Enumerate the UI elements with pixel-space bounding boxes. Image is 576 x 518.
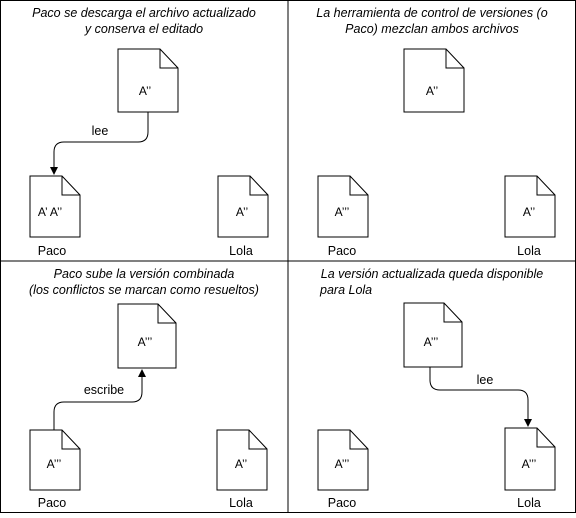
document-fold-icon (61, 430, 80, 450)
document-label: A’’ (139, 84, 151, 98)
lola-name: Lola (229, 496, 253, 510)
document-icon (504, 427, 556, 491)
document-label: A’’ (426, 84, 438, 98)
document-fold-icon (349, 430, 368, 450)
lola-document: A’’ (217, 175, 269, 238)
document-label: A’’’ (335, 205, 350, 219)
document-fold-icon (248, 430, 267, 450)
arrow-label: lee (477, 373, 494, 387)
document-icon (317, 175, 369, 238)
server-document: A’’ (403, 48, 465, 113)
document-icon (317, 429, 369, 491)
document-label: A’’’ (138, 335, 153, 349)
document-label: A’ A’’ (38, 205, 62, 219)
document-label: A’’’ (522, 457, 537, 471)
arrow-label: escribe (84, 383, 124, 397)
panel-caption-line-1: Paco se descarga el archivo actualizado (32, 6, 256, 20)
document-fold-icon (349, 176, 368, 196)
document-label: A’’ (523, 205, 535, 219)
document-label: A’’’ (424, 335, 439, 349)
document-fold-icon (249, 176, 268, 196)
document-icon (403, 48, 465, 113)
document-label: A’’’ (335, 457, 350, 471)
lola-document: A’’ (216, 429, 268, 491)
document-fold-icon (157, 304, 176, 324)
read-arrow (429, 367, 532, 427)
document-fold-icon (536, 428, 555, 448)
lola-name: Lola (229, 244, 253, 258)
panel-caption-line-2: y conserva el editado (84, 22, 203, 36)
panel-caption-line-2: para Lola (319, 283, 372, 297)
lola-name: Lola (517, 244, 541, 258)
document-label: A’’ (236, 205, 248, 219)
panel-caption-line-2: (los conflictos se marcan como resueltos… (29, 283, 259, 297)
document-fold-icon (61, 176, 80, 196)
document-fold-icon (443, 303, 462, 323)
document-icon (29, 175, 81, 238)
document-icon (117, 48, 179, 113)
server-document: A’’’ (117, 303, 177, 369)
document-icon (29, 429, 81, 491)
paco-document: A’’’ (29, 429, 81, 491)
server-document: A’’ (117, 48, 179, 113)
panel-3: Paco sube la versión combinada (los conf… (29, 267, 268, 510)
paco-name: Paco (328, 496, 357, 510)
document-label: A’’ (235, 457, 247, 471)
panel-caption-line-1: La versión actualizada queda disponible (321, 267, 543, 281)
panel-caption-line-2: Paco) mezclan ambos archivos (345, 22, 519, 36)
document-icon (504, 175, 556, 238)
arrow-label: lee (92, 124, 109, 138)
panel-1: Paco se descarga el archivo actualizado … (29, 6, 269, 258)
panel-caption-line-1: La herramienta de control de versiones (… (316, 6, 547, 20)
paco-document: A’ A’’ (29, 175, 81, 238)
read-arrow (50, 112, 149, 175)
paco-name: Paco (328, 244, 357, 258)
panel-2: La herramienta de control de versiones (… (316, 6, 556, 258)
paco-document: A’’’ (317, 175, 369, 238)
document-icon (217, 175, 269, 238)
document-label: A’’’ (47, 457, 62, 471)
panel-caption-line-1: Paco sube la versión combinada (54, 267, 235, 281)
paco-name: Paco (38, 244, 67, 258)
document-icon (216, 429, 268, 491)
lola-document: A’’ (504, 175, 556, 238)
document-fold-icon (445, 49, 464, 69)
lola-name: Lola (517, 496, 541, 510)
document-fold-icon (536, 176, 555, 196)
lola-document: A’’’ (504, 427, 556, 491)
write-arrow (53, 369, 146, 430)
paco-document: A’’’ (317, 429, 369, 491)
server-document: A’’’ (403, 302, 463, 368)
panel-4: La versión actualizada queda disponible … (317, 267, 556, 510)
document-fold-icon (159, 49, 178, 69)
paco-name: Paco (38, 496, 67, 510)
document-icon (403, 302, 463, 368)
document-icon (117, 303, 177, 369)
